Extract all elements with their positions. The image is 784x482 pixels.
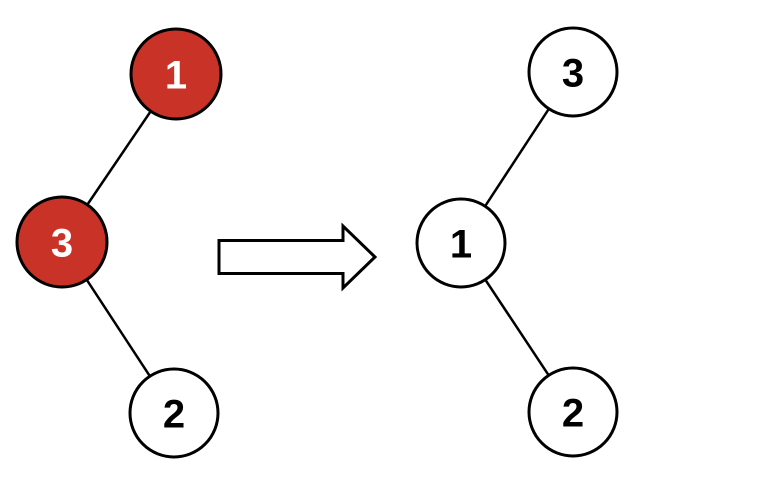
tree-after: 3 1 2	[415, 26, 619, 458]
tree-node: 2	[128, 367, 220, 459]
node-circle	[527, 366, 619, 458]
node-circle	[128, 367, 220, 459]
node-circle	[15, 195, 109, 289]
node-circle	[415, 197, 507, 289]
node-label: 3	[562, 51, 584, 95]
node-circle	[527, 26, 619, 118]
tree-node: 3	[527, 26, 619, 118]
node-label: 3	[51, 221, 73, 265]
tree-node: 2	[527, 366, 619, 458]
node-label: 1	[165, 53, 187, 97]
node-label: 2	[562, 391, 584, 435]
node-label: 1	[450, 222, 472, 266]
node-label: 2	[163, 392, 185, 436]
tree-node: 1	[129, 27, 223, 121]
tree-node: 3	[15, 195, 109, 289]
right-arrow-icon	[217, 222, 378, 292]
tree-before: 1 3 2	[15, 27, 223, 459]
tree-node: 1	[415, 197, 507, 289]
node-circle	[129, 27, 223, 121]
